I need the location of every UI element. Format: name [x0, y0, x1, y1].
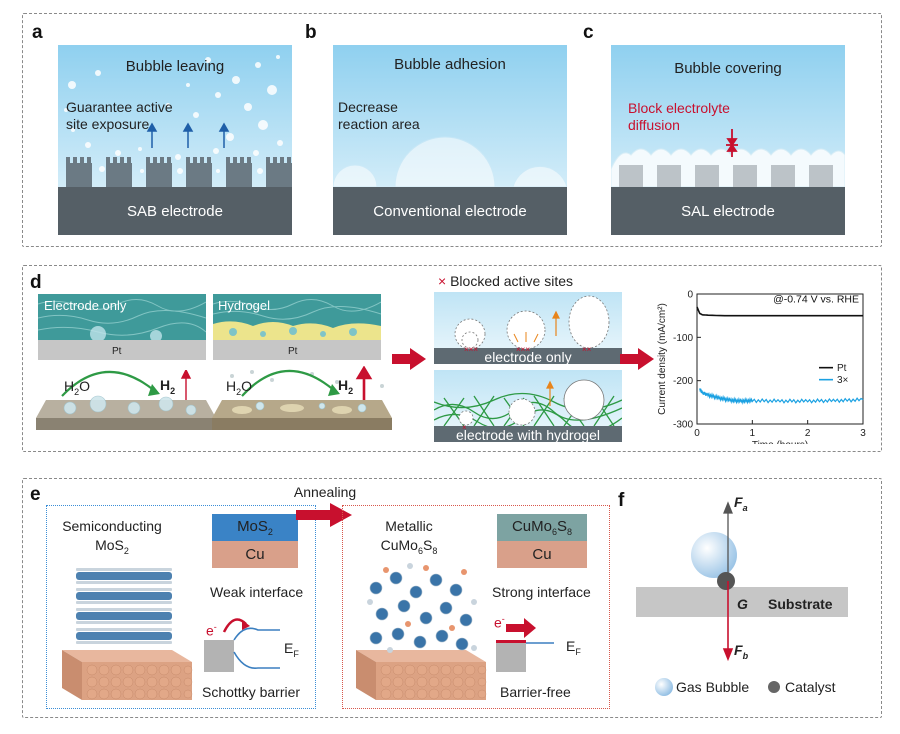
- svg-text:×××: ×××: [464, 345, 478, 354]
- panel-e-schottky-diagram: [204, 618, 280, 672]
- panel-e-right-fermi: EF: [566, 638, 581, 657]
- panel-b-label: b: [305, 22, 317, 43]
- panel-b-illustration: [333, 45, 567, 235]
- panel-f-label: f: [618, 490, 625, 511]
- panel-e-left-interface: Weak interface: [210, 584, 304, 600]
- chart-plot-frame: [696, 293, 864, 425]
- panel-e-right-barrier: Barrier-free: [500, 684, 571, 700]
- panel-f-legend-catalyst: Catalyst: [785, 679, 836, 695]
- panel-d-label: d: [30, 272, 42, 293]
- panel-a-label: a: [32, 22, 43, 43]
- panel-e-right-bottom-layer: [497, 541, 587, 568]
- panel-d-h2-right: H2: [338, 377, 354, 396]
- panel-e-left-bottom-layer: [212, 541, 298, 568]
- chart-y-tick-label: 0: [687, 290, 693, 301]
- chart-legend-label-2: 3×: [837, 375, 849, 386]
- panel-a-note-line1: Guarantee active: [66, 99, 173, 115]
- panel-d-frame: [22, 265, 882, 452]
- panel-e-right-electron: e-: [494, 614, 505, 631]
- panel-e-cumo6s8-cu-structure: [356, 563, 487, 700]
- panel-e-right-box: [342, 505, 610, 709]
- chart-annotation: @-0.74 V vs. RHE: [773, 294, 859, 306]
- panel-e-right-interface: Strong interface: [492, 584, 591, 600]
- panel-d-h2-left: H2: [160, 377, 176, 396]
- panel-f-fa-label: Fa: [734, 494, 748, 513]
- panel-e-label: e: [30, 484, 41, 505]
- panel-e-left-electron: e-: [206, 622, 217, 639]
- panel-d-scheme-electrode-only: ××××××××: [434, 292, 622, 364]
- panel-c-note-line1: Block electrolyte: [628, 100, 730, 116]
- panel-a-illustration: [58, 45, 292, 235]
- panel-c-title: Bubble covering: [674, 60, 782, 77]
- chart-series-line-1: [696, 306, 863, 317]
- panel-d-hydrogel-title: Hydrogel: [218, 298, 271, 313]
- panel-e-right-bottom-layer-label: Cu: [532, 546, 552, 563]
- panel-d-h2o-left: H2O: [64, 378, 91, 397]
- panel-d-h2o-right: H2O: [226, 378, 253, 397]
- panel-e-right-top-layer: [497, 514, 587, 541]
- panel-c-electrode-label: SAL electrode: [681, 203, 775, 220]
- panel-d-hydrogel-inset: [213, 294, 381, 360]
- svg-text:×××: ×××: [516, 345, 530, 354]
- panel-e-left-fermi: EF: [284, 640, 299, 659]
- panel-a-note-line2: site exposure: [66, 116, 150, 132]
- panel-d-scheme-label-1: electrode only: [484, 349, 572, 365]
- chart-y-axis-label: Current density (mA/cm²): [657, 303, 668, 415]
- panel-e-left-top-layer-label: MoS2: [237, 518, 273, 537]
- panel-ef-frame: [22, 478, 882, 718]
- chart-x-tick-label: 2: [805, 428, 811, 439]
- chart-x-tick-label: 3: [860, 428, 866, 439]
- chart-y-tick-label: -300: [673, 420, 693, 431]
- panel-c-label: c: [583, 22, 594, 43]
- panel-a-electrode-label: SAB electrode: [127, 203, 223, 220]
- panel-c-illustration: [611, 45, 845, 235]
- panel-e-barrier-free-diagram: [496, 618, 554, 672]
- panel-e-left-title: Semiconducting MoS2: [62, 518, 162, 556]
- panel-e-left-top-layer: [212, 514, 298, 541]
- panel-f-g-label: G: [737, 596, 748, 612]
- panel-d-electrode-3d-right: [212, 366, 392, 430]
- panel-b-electrode-label: Conventional electrode: [373, 203, 527, 220]
- panel-c-note-line2: diffusion: [628, 117, 680, 133]
- svg-text:××: ××: [582, 345, 592, 354]
- chart-legend-label-1: Pt: [837, 363, 847, 374]
- panel-b-title: Bubble adhesion: [394, 56, 506, 73]
- chart-y-tick-label: -200: [673, 376, 693, 387]
- chart-x-tick-label: 0: [694, 428, 700, 439]
- chart-x-tick-label: 1: [750, 428, 756, 439]
- panel-d-arrow-2: [620, 348, 654, 370]
- panel-e-annealing-arrow: [296, 503, 352, 527]
- panel-d-pt-label-1: Pt: [112, 346, 122, 357]
- panel-abc-frame: [22, 13, 882, 247]
- panel-f-fb-label: Fb: [734, 642, 749, 661]
- svg-text:×: ×: [462, 423, 467, 432]
- panel-e-mos2-cu-structure: [62, 568, 193, 700]
- chart-series-line-2: [699, 388, 864, 405]
- panel-d-blocked-legend: × Blocked active sites: [438, 273, 574, 289]
- panel-d-arrow-1: [392, 348, 426, 370]
- panel-f-substrate-label: Substrate: [768, 596, 833, 612]
- panel-e-left-bottom-layer-label: Cu: [245, 546, 265, 563]
- panel-e-annealing-label: Annealing: [293, 484, 357, 500]
- panel-b-note-line2: reaction area: [338, 116, 420, 132]
- panel-f-force-diagram: [636, 501, 848, 696]
- chart-y-tick-label: -100: [673, 333, 693, 344]
- panel-d-scheme-with-hydrogel: ×: [434, 370, 622, 442]
- panel-e-left-box: [46, 505, 316, 709]
- panel-d-electrode-3d-left: [36, 370, 216, 430]
- panel-e-right-title: Metallic CuMo6S8: [380, 518, 438, 556]
- panel-d-electrode-only-title: Electrode only: [44, 298, 127, 313]
- panel-b-note-line1: Decrease: [338, 99, 398, 115]
- panel-d-current-density-chart: 0 1 2 3 0 -100 -200 -300Time (hours) Current den…: [657, 290, 866, 445]
- panel-a-title: Bubble leaving: [125, 58, 225, 75]
- panel-d-pt-label-2: Pt: [288, 346, 298, 357]
- panel-e-left-barrier: Schottky barrier: [202, 684, 301, 700]
- panel-e-right-top-layer-label: CuMo6S8: [511, 518, 573, 537]
- panel-d-electrode-only-inset: [38, 294, 206, 360]
- panel-f-legend-bubble: Gas Bubble: [676, 679, 750, 695]
- panel-d-scheme-label-2: electrode with hydrogel: [456, 427, 600, 443]
- chart-x-axis-label: Time (hours): [752, 440, 808, 444]
